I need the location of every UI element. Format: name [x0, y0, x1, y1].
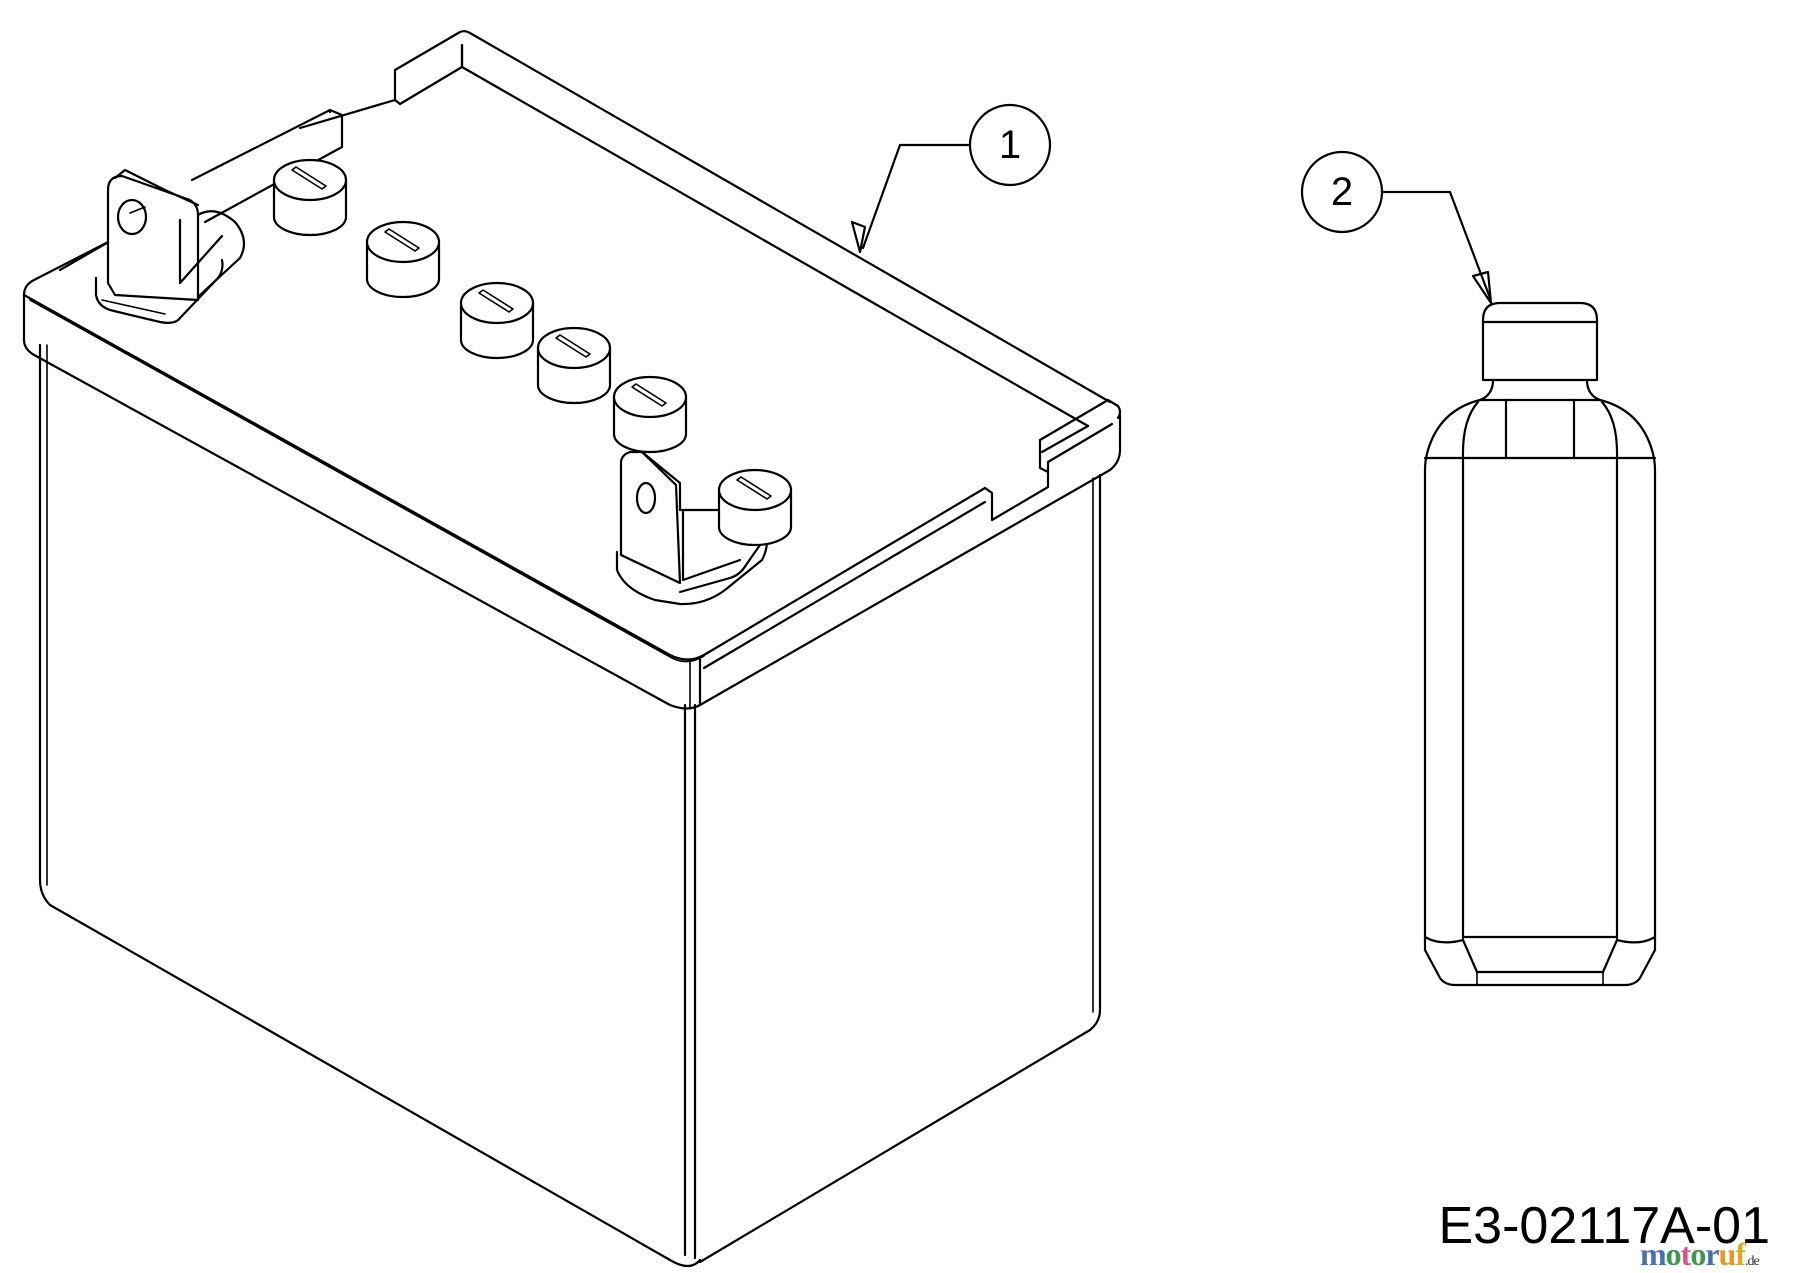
- callout-1: [850, 103, 1052, 254]
- right-terminal: [615, 450, 769, 606]
- battery-drawing: [22, 30, 1122, 1268]
- callout-2: [1300, 150, 1493, 305]
- cell-cap-5: [612, 375, 688, 454]
- cell-caps: [272, 158, 793, 547]
- watermark-suffix: .de: [1744, 1254, 1760, 1269]
- watermark-letter: r: [1705, 1236, 1719, 1272]
- cell-cap-1: [272, 158, 348, 237]
- callout-label-1: 1: [998, 123, 1022, 167]
- watermark-letter: u: [1718, 1236, 1737, 1272]
- watermark-logo: motoruf.de: [1640, 1236, 1760, 1273]
- cell-cap-4: [536, 326, 612, 405]
- drawing-code: E3-02117A-01: [1438, 1197, 1771, 1255]
- watermark-letter: o: [1665, 1236, 1682, 1272]
- left-terminal: [94, 168, 246, 324]
- watermark-letter: t: [1680, 1236, 1692, 1272]
- cell-cap-3: [459, 281, 535, 360]
- watermark-letter: f: [1735, 1236, 1746, 1272]
- bottle-drawing: [1423, 301, 1657, 987]
- watermark-letter: m: [1640, 1236, 1667, 1272]
- cell-cap-2: [365, 220, 441, 299]
- callout-label-2: 2: [1330, 170, 1354, 214]
- watermark-letter: o: [1690, 1236, 1706, 1272]
- cell-cap-6: [717, 468, 793, 547]
